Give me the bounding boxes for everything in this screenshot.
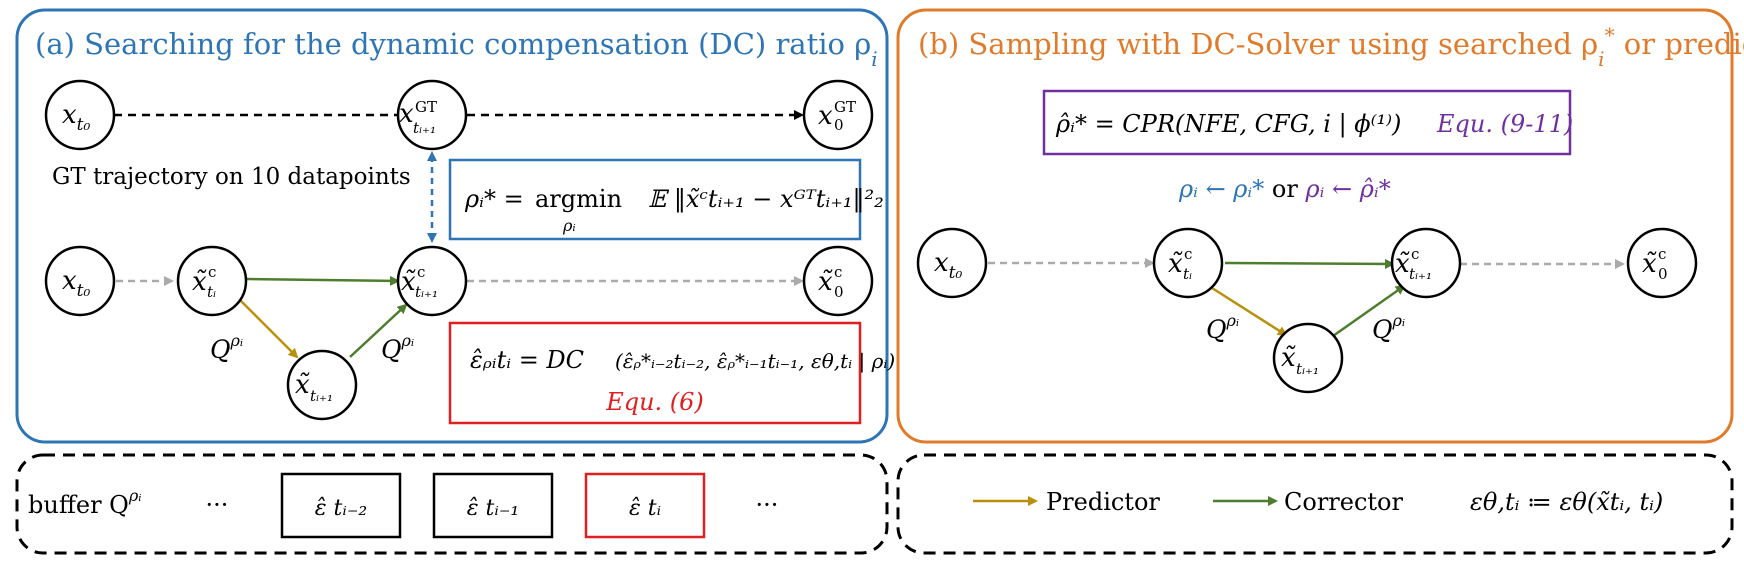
buffer-cell-3-text: ε̂ tᵢ [629,496,661,521]
svg-text:0: 0 [834,283,844,301]
buffer-ellipsis-left: ··· [206,491,229,519]
svg-text:tᵢ₊₁: tᵢ₊₁ [415,283,438,301]
svg-text:x̃: x̃ [192,267,207,297]
b-corrector-arrow [1224,258,1395,269]
buffer-label: buffer Qρᵢ [28,486,141,519]
svg-text:xt₀: xt₀ [62,266,91,301]
dc-args: (ε̂ᵨ*ᵢ₋₂tᵢ₋₂, ε̂ᵨ*ᵢ₋₁tᵢ₋₁, εθ,tᵢ | ρᵢ) [615,349,895,374]
svg-text:tᵢ: tᵢ [1183,265,1192,283]
b-q-label-left: Qρᵢ [1206,311,1239,344]
svg-text:x̃: x̃ [1281,343,1296,373]
svg-text:tᵢ₊₁: tᵢ₊₁ [1296,360,1319,378]
panel-a-title-sub: i [871,47,877,71]
svg-text:x̃: x̃ [818,267,833,297]
panel-b-title-mid: or predicted [1615,27,1744,61]
svg-text:GT: GT [834,98,856,116]
svg-text:tᵢ₊₁: tᵢ₊₁ [1409,265,1432,283]
buffer-cell-3 [584,472,706,539]
svg-text:x̃: x̃ [401,267,416,297]
buffer-cell-2-text: ε̂ tᵢ₋₁ [467,496,520,521]
svg-text:c: c [1184,245,1192,263]
node-start: xt₀ [44,245,116,317]
legend-frame [896,453,1734,555]
svg-text:tᵢ₊₁: tᵢ₊₁ [413,119,436,137]
svg-text:x̃: x̃ [1642,249,1657,279]
row2-predictor-arrow [239,299,299,359]
svg-text:c: c [417,263,425,281]
buffer-cell-1 [280,472,402,539]
row2-corrector-arrow-up [349,303,408,358]
argmin-box [448,158,862,241]
q-label-right: Qρᵢ [381,331,414,364]
svg-text:0: 0 [834,116,844,134]
svg-text:0: 0 [1658,265,1668,283]
buffer-frame [15,453,889,555]
legend-corrector-label: Corrector [1284,488,1403,516]
svg-text:c: c [208,263,216,281]
dc-ref: Equ. (6) [605,388,704,416]
dc-box [448,321,862,425]
svg-text:c: c [1658,245,1666,263]
argmin-op: argmin [535,185,622,213]
cpr-lhs: ρ̂ᵢ* = CPR(NFE, CFG, i | ϕ⁽¹⁾) [1055,110,1401,139]
buffer-cell-1-text: ε̂ tᵢ₋₂ [315,496,368,521]
legend-eps-def: εθ,tᵢ ≔ εθ(x̃tᵢ, tᵢ) [1470,488,1663,516]
b-corrector-arrow-up [1332,284,1406,338]
b-node-xti: x̃ c tᵢ [1152,227,1224,299]
node-pred: x̃ tᵢ₊₁ [286,349,358,421]
panel-b-frame [896,8,1734,444]
svg-text:x: x [818,101,833,131]
argmin-lhs: ρᵢ* = [464,185,524,213]
svg-text:xt₀: xt₀ [62,100,91,135]
gt-caption: GT trajectory on 10 datapoints [52,164,411,190]
dc-lhs: ε̂ᵨᵢtᵢ = DC [470,346,584,374]
node-xti: x̃ c tᵢ [176,245,248,317]
buffer-cell-2 [432,472,554,539]
svg-text:c: c [1411,245,1419,263]
svg-text:x̃: x̃ [1395,249,1410,279]
cpr-ref: Equ. (9-11) [1436,110,1573,138]
panel-a-title: (a) Searching for the dynamic compensati… [35,27,878,71]
b-node-pred: x̃ tᵢ₊₁ [1272,322,1344,394]
argmin-body: 𝔼 ‖x̃ᶜtᵢ₊₁ − xᴳᵀtᵢ₊₁‖²₂ [648,185,884,214]
node-gt-end: x GT 0 [802,79,874,151]
row2-corrector-arrow [246,275,400,286]
assign-right: ρᵢ ← ρ̂ᵢ* [1304,175,1390,203]
panel-a-title-text: (a) Searching for the dynamic compensati… [35,27,871,61]
argmin-op-sub: ρᵢ [562,216,576,235]
panel-a-frame [15,8,889,444]
svg-text:c: c [834,263,842,281]
node-xti1: x̃ c tᵢ₊₁ [396,245,468,317]
assign-left: ρᵢ ← ρᵢ* [1178,175,1264,203]
svg-text:xt₀: xt₀ [934,248,963,283]
assign-line: ρᵢ ← ρᵢ* or ρᵢ ← ρ̂ᵢ* [1178,175,1391,203]
svg-text:GT: GT [415,98,437,116]
b-predictor-arrow [1211,286,1288,337]
svg-text:x̃: x̃ [295,370,310,400]
node-gt-mid: x GT tᵢ₊₁ [396,79,468,151]
q-label-left: Qρᵢ [210,331,243,364]
node-end: x̃ c 0 [802,245,874,317]
svg-text:x̃: x̃ [1168,249,1183,279]
assign-or: or [1272,175,1298,203]
legend-predictor-label: Predictor [1046,488,1160,516]
svg-text:tᵢ: tᵢ [207,283,216,301]
b-node-start: xt₀ [916,227,988,299]
node-gt-start: xt₀ [44,79,116,151]
cpr-box [1042,89,1572,156]
svg-text:tᵢ₊₁: tᵢ₊₁ [310,387,333,405]
b-node-xti1: x̃ c tᵢ₊₁ [1390,227,1462,299]
svg-text:x: x [399,99,414,129]
b-q-label-right: Qρᵢ [1372,311,1405,344]
panel-b-title-text: (b) Sampling with DC-Solver using search… [918,27,1598,61]
panel-b-title: (b) Sampling with DC-Solver using search… [918,23,1744,71]
b-node-end: x̃ c 0 [1626,227,1698,299]
buffer-ellipsis-right: ··· [756,491,779,519]
